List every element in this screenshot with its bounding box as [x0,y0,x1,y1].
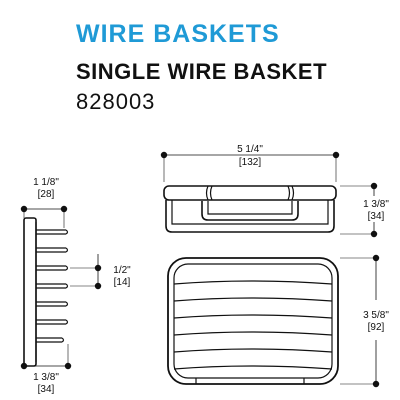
side-bottom-label-mm: [34] [38,384,55,395]
front-view [163,185,337,233]
top-view [167,257,339,385]
side-bottom-dimension [20,344,72,370]
width-dimension [160,151,340,182]
depth-label-in: 3 5/8" [363,310,389,321]
height-dimension [340,182,378,238]
width-label-in: 5 1/4" [237,144,263,155]
depth-label-mm: [92] [368,322,385,333]
side-view [23,217,69,367]
side-top-label-mm: [28] [38,189,55,200]
depth-dimension [340,254,380,388]
model-number: 828003 [76,89,156,114]
side-top-label-in: 1 1/8" [33,177,59,188]
spacing-label-in: 1/2" [113,265,131,276]
spacing-dimension [70,254,102,290]
product-name: SINGLE WIRE BASKET [76,59,328,84]
side-bottom-label-in: 1 3/8" [33,372,59,383]
page-title: WIRE BASKETS [76,20,280,48]
width-label-mm: [132] [239,157,261,168]
height-label-in: 1 3/8" [363,199,389,210]
side-top-dimension [20,205,68,228]
height-label-mm: [34] [368,211,385,222]
spacing-label-mm: [14] [114,277,131,288]
